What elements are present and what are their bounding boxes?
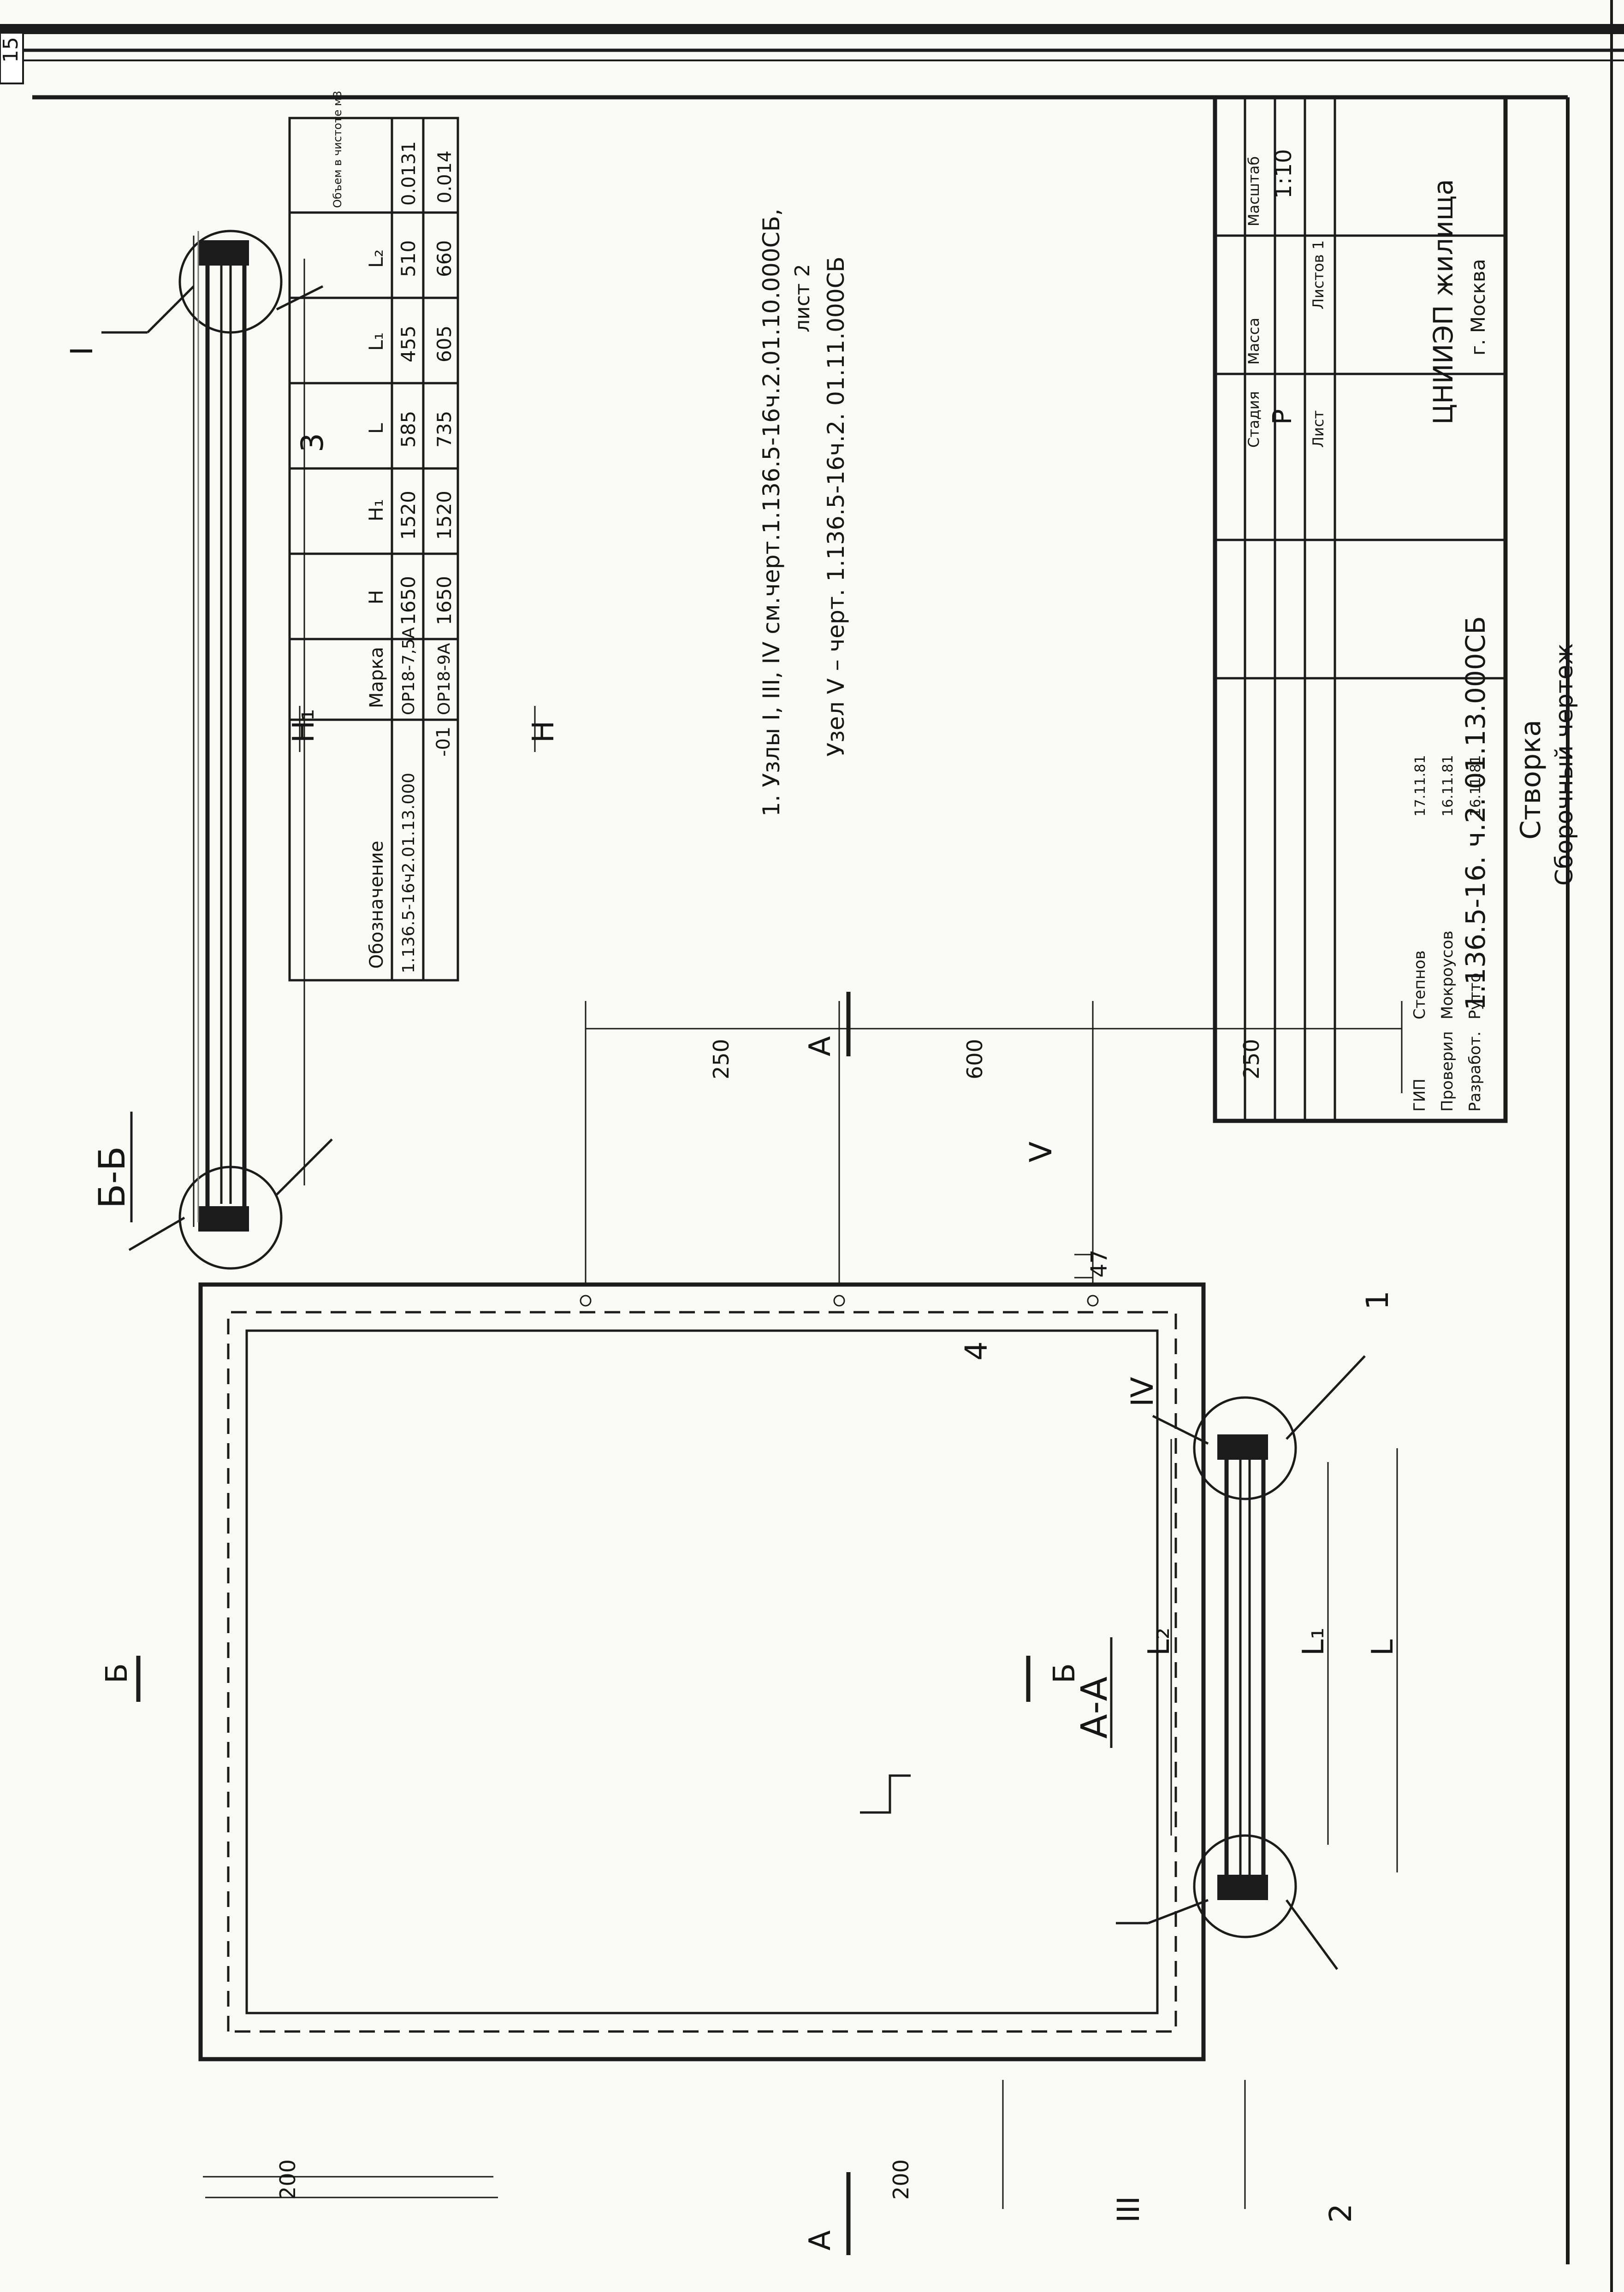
note-2: Узел V – черт. 1.136.5-16ч.2. 01.11.000С…: [823, 256, 849, 757]
node-IV-label: IV: [1125, 1377, 1160, 1407]
sign-date: 16.11.81: [1440, 755, 1456, 817]
sign-role: Разработ.: [1466, 1031, 1484, 1112]
sheet-label: Лист: [1310, 410, 1327, 448]
section-aa: А-А L₂ L₁ L III IV 2 1: [1074, 1291, 1400, 2223]
sign-name: Мокроусов: [1438, 930, 1457, 1019]
table-cell: 585: [397, 411, 420, 448]
table-cell: 1650: [433, 576, 456, 625]
stage-header: Стадия: [1245, 391, 1262, 448]
front-view: 200 200 250 600 250 Б Б А А: [100, 992, 1403, 2255]
pos-2-label: 2: [1323, 2203, 1358, 2223]
sign-name: Степнов: [1411, 950, 1429, 1019]
cut-bb-left: Б: [100, 1663, 134, 1683]
dim-L2: L₂: [1142, 1628, 1176, 1656]
sign-role: Проверил: [1438, 1031, 1457, 1112]
pos-4-label: 4: [959, 1341, 994, 1361]
signature-table: ГИП Степнов 17.11.81 Проверил Мокроусов …: [1411, 755, 1484, 1112]
table-header: H: [365, 590, 387, 604]
table-header: Марка: [366, 647, 387, 708]
sign-date: 17.11.81: [1412, 755, 1428, 817]
table-header: Объем в чистоте м3: [331, 91, 344, 208]
org-city: г. Москва: [1467, 259, 1489, 355]
section-bb-title: Б-Б: [92, 1146, 133, 1208]
section-bb: Б-Б H H₁ 47 I V 3 4: [64, 230, 1112, 1361]
dim-left-bottom: 200: [889, 2159, 913, 2200]
org-name: ЦНИИЭП жилища: [1428, 179, 1459, 425]
dim-H: H: [527, 721, 561, 743]
section-aa-title: А-А: [1074, 1676, 1115, 1739]
node-I-label: I: [64, 347, 100, 355]
dim-47: 47: [1086, 1250, 1112, 1278]
stage-value: Р: [1268, 409, 1298, 425]
cut-aa-bottom: А: [803, 2230, 837, 2251]
dim-L1: L₁: [1297, 1628, 1331, 1656]
note-1-sheet: лист 2: [791, 264, 814, 332]
table-cell: 455: [397, 326, 420, 362]
spec-table: Обозначение Марка H H₁ L L₁ L₂ Объем в ч…: [288, 91, 459, 982]
table-cell: ОР18-7,5А: [399, 627, 418, 715]
table-cell: 1520: [397, 491, 420, 540]
cut-bb-right: Б: [1048, 1663, 1082, 1683]
note-1: 1. Узлы I, III, IV см.черт.1.136.5-16ч.2…: [758, 208, 785, 817]
dim-right-1: 250: [709, 1039, 734, 1079]
cut-aa-top: А: [803, 1036, 837, 1056]
drawing-name: Створка: [1515, 720, 1547, 840]
table-cell: 1650: [397, 576, 420, 625]
table-cell: 0.0131: [398, 141, 420, 206]
node-V-label: V: [1023, 1142, 1059, 1162]
table-header: L₂: [365, 249, 387, 268]
table-header: L₁: [365, 332, 387, 351]
sign-date: 16.11.81: [1468, 755, 1484, 817]
drawing-subtitle: Сборочный чертеж: [1551, 643, 1578, 886]
table-cell: 605: [433, 326, 456, 362]
dim-right-3: 250: [1239, 1039, 1264, 1079]
dim-right-2: 600: [962, 1039, 987, 1079]
table-cell: 1.136.5-16ч2.01.13.000: [399, 773, 418, 973]
sheet-corner-mark: 15: [0, 37, 23, 63]
table-header: L: [365, 423, 387, 434]
table-cell: 660: [433, 240, 456, 277]
dim-left-top: 200: [275, 2159, 300, 2200]
table-cell: 735: [433, 411, 456, 448]
pos-1-label: 1: [1360, 1291, 1395, 1310]
scale-value: 1:10: [1271, 149, 1297, 199]
scale-header: Масштаб: [1245, 156, 1262, 226]
drawing-code: 1.136.5-16. ч.2. 01.13.000СБ: [1460, 616, 1491, 1010]
sheets-label: Листов 1: [1310, 240, 1327, 309]
table-cell: -01: [433, 727, 454, 757]
notes: 1. Узлы I, III, IV см.черт.1.136.5-16ч.2…: [758, 208, 849, 817]
table-cell: 1520: [433, 491, 456, 540]
table-header: H₁: [365, 499, 387, 521]
table-cell: ОР18-9А: [435, 643, 454, 715]
node-III-label: III: [1111, 2196, 1146, 2223]
mass-header: Масса: [1245, 318, 1262, 365]
sign-name: Рутто: [1466, 973, 1484, 1019]
table-header: Обозначение: [366, 841, 387, 969]
dim-L: L: [1366, 1639, 1400, 1656]
pos-3-label: 3: [295, 433, 330, 452]
table-cell: 510: [397, 240, 420, 277]
title-block: 1.136.5-16. ч.2. 01.13.000СБ Створка Сбо…: [1213, 95, 1578, 1123]
table-cell: 0.014: [434, 150, 456, 203]
dim-H1: H₁: [287, 709, 321, 743]
sign-role: ГИП: [1411, 1078, 1429, 1112]
